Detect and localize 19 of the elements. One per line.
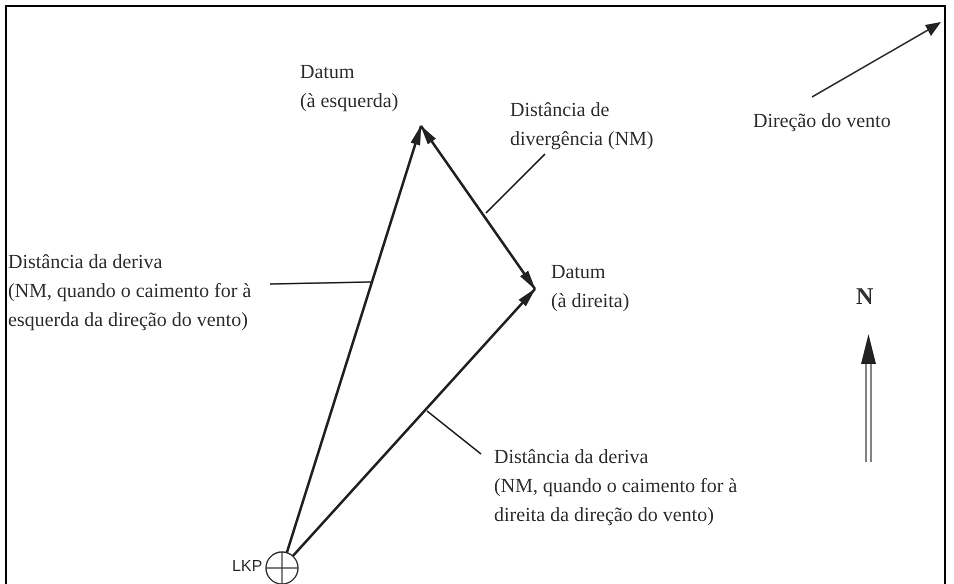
- leader-line: [426, 410, 482, 455]
- north-label: N: [856, 284, 874, 311]
- point-label: LKP: [232, 558, 262, 576]
- arrow: [420, 125, 536, 290]
- arrow: [286, 125, 422, 554]
- point-label: Datum: [551, 260, 606, 285]
- position-marker: [265, 551, 299, 584]
- description-text: (à esquerda): [300, 89, 398, 114]
- description-text: (à direita): [551, 289, 630, 314]
- description-text: (NM, quando o caimento for à esquerda da direção do vento): [8, 279, 252, 333]
- point-label: Distância da deriva: [8, 250, 162, 275]
- arrow: [292, 288, 536, 558]
- description-text: (NM, quando o caimento for à direita da direção do vento): [494, 474, 738, 528]
- point-label: Distância da deriva: [494, 445, 648, 470]
- leader-line: [270, 281, 372, 285]
- direction-label: Direção do vento: [753, 110, 891, 133]
- leader-line: [485, 153, 546, 214]
- point-label: Distância de divergência (NM): [510, 98, 654, 152]
- point-label: Datum: [300, 60, 354, 85]
